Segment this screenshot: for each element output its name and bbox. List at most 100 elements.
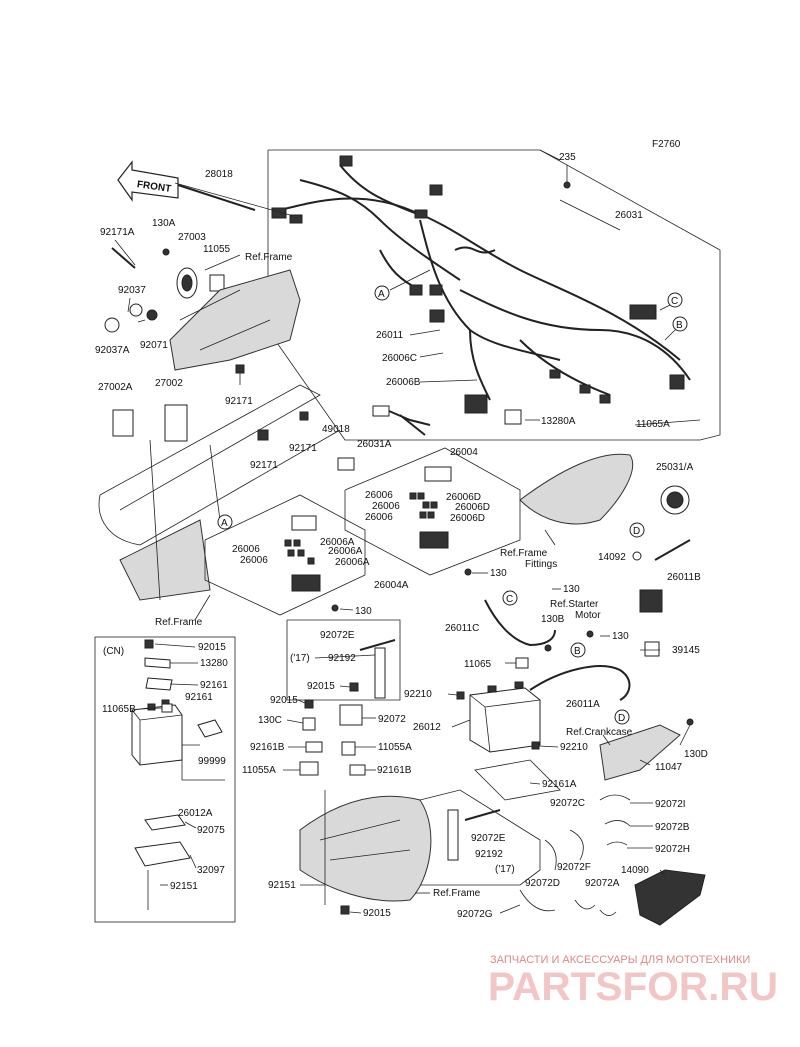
relay-27002A-icon	[112, 409, 134, 437]
meter-25031-icon	[660, 485, 690, 515]
ground-lead-28018-icon	[177, 184, 256, 211]
bolt-130A-icon	[162, 248, 170, 256]
label-92161-b: 92161	[185, 692, 213, 703]
label-26006-e: 26006	[240, 555, 268, 566]
label-92161B: 92161B	[250, 742, 285, 753]
fuse-49018-icon	[337, 457, 355, 471]
label-11065B: 11065B	[102, 704, 136, 715]
bolt-130B-icon	[544, 644, 552, 652]
label-130C: 130C	[258, 715, 282, 726]
label-92210-b: 92210	[560, 742, 588, 753]
pad-92075-icon	[144, 814, 186, 831]
crankcase-bracket-icon	[599, 718, 694, 781]
label-92072C: 92072C	[550, 798, 585, 809]
svg-text:A: A	[221, 518, 228, 529]
label-130-b: 130	[563, 584, 580, 595]
battery-26012-icon	[469, 681, 541, 753]
label-26006A-c: 26006A	[335, 557, 370, 568]
callout-markers: A A B B C C D D	[217, 285, 688, 725]
label-92171-c: 92171	[250, 460, 278, 471]
label-92192: 92192	[328, 653, 356, 664]
fuse-box-26004-outline	[344, 447, 521, 576]
label-92072A: 92072A	[585, 878, 620, 889]
svg-text:D: D	[618, 713, 625, 724]
svg-text:D: D	[633, 526, 640, 537]
bolt-92210-b-icon	[531, 741, 540, 750]
label-130-a: 130	[490, 568, 507, 579]
label-92171-a: 92171	[225, 396, 253, 407]
label-11055A: 11055A	[378, 742, 412, 753]
label-14092: 14092	[598, 552, 626, 563]
label-92210-a: 92210	[404, 689, 432, 700]
label-26006A-a: 26006A	[320, 537, 355, 548]
label-92072D: 92072D	[525, 878, 560, 889]
label-92171A: 92171A	[100, 227, 135, 238]
label-ref-frame-3: Ref.Frame	[433, 888, 481, 899]
tube-92192-b-icon	[447, 809, 459, 861]
label-26006D-a: 26006D	[446, 492, 481, 503]
label-92072H: 92072H	[655, 844, 690, 855]
label-92161A: 92161A	[542, 779, 577, 790]
label-26006-c: 26006	[365, 512, 393, 523]
label-92151-b: 92151	[268, 880, 296, 891]
label-11047: 11047	[655, 762, 683, 773]
label-92072: 92072	[378, 714, 406, 725]
connector-39145-icon	[644, 641, 660, 657]
tie-92072E-icon	[359, 639, 396, 651]
label-11065A: 11065A	[636, 419, 670, 430]
fuse-box-26004-icon	[419, 531, 449, 549]
harness-group-outline	[267, 149, 721, 441]
watermark-logo: PARTSFOR.RU	[488, 965, 778, 1009]
watermark-tagline: ЗАПЧАСТИ И АКСЕССУАРЫ ДЛЯ МОТОТЕХНИКИ	[490, 954, 750, 966]
bracket-11055A-b-icon	[299, 761, 319, 776]
label-92072E-b: 92072E	[471, 833, 506, 844]
collar-130C-icon	[302, 717, 316, 731]
label-17-b: ('17)	[495, 864, 515, 875]
tray-32097-icon	[134, 841, 191, 867]
label-11055A-b: 11055A	[242, 765, 276, 776]
label-130-c: 130	[355, 606, 372, 617]
label-26006D-b: 26006D	[455, 502, 490, 513]
nut-92015-c-icon	[304, 699, 314, 709]
label-92072B: 92072B	[655, 822, 690, 833]
label-27002: 27002	[155, 378, 183, 389]
label-92161-a: 92161	[200, 680, 228, 691]
label-26031: 26031	[615, 210, 643, 221]
label-13280A: 13280A	[541, 416, 576, 427]
label-92072I: 92072I	[655, 799, 686, 810]
label-26006A-b: 26006A	[328, 546, 363, 557]
label-99999: 99999	[198, 756, 226, 767]
lead-26011A-icon	[529, 665, 631, 701]
relay-27002-icon	[164, 404, 188, 442]
connector-13280A-icon	[504, 409, 522, 425]
label-92161B-b: 92161B	[377, 765, 412, 776]
label-ref-frame-1: Ref.Frame	[245, 252, 293, 263]
tube-92192-icon	[374, 647, 386, 699]
watermark: ЗАПЧАСТИ И АКСЕССУАРЫ ДЛЯ МОТОТЕХНИКИ PA…	[488, 954, 778, 1009]
fuse-box-cover-icon	[424, 466, 452, 482]
cn-inset-box	[94, 636, 236, 923]
relay-27003-icon	[176, 267, 198, 299]
label-99999-icon	[197, 719, 223, 738]
clamp-92171-icon	[235, 364, 245, 374]
label-26011A: 26011A	[566, 699, 600, 710]
label-motor: Motor	[575, 610, 601, 621]
clamp-92037A-icon	[104, 317, 120, 333]
label-11055: 11055	[203, 244, 231, 255]
label-49018: 49018	[322, 424, 350, 435]
label-26004: 26004	[450, 447, 478, 458]
label-26006C: 26006C	[382, 353, 417, 364]
label-92171-b: 92171	[289, 443, 317, 454]
bracket-92161-icon	[145, 677, 173, 691]
band-92171A-icon	[111, 247, 136, 269]
fuse-26006A-icon	[284, 539, 315, 565]
fuse-box-cover-a-icon	[291, 515, 317, 531]
frame-lower-icon	[299, 795, 432, 902]
label-92015-c: 92015	[270, 695, 298, 706]
cap-11065B-icon	[161, 703, 173, 713]
label-ref-starter: Ref.Starter	[550, 599, 599, 610]
clamp-92037-icon	[129, 303, 143, 317]
label-26011: 26011	[376, 330, 404, 341]
label-13280: 13280	[200, 658, 228, 669]
